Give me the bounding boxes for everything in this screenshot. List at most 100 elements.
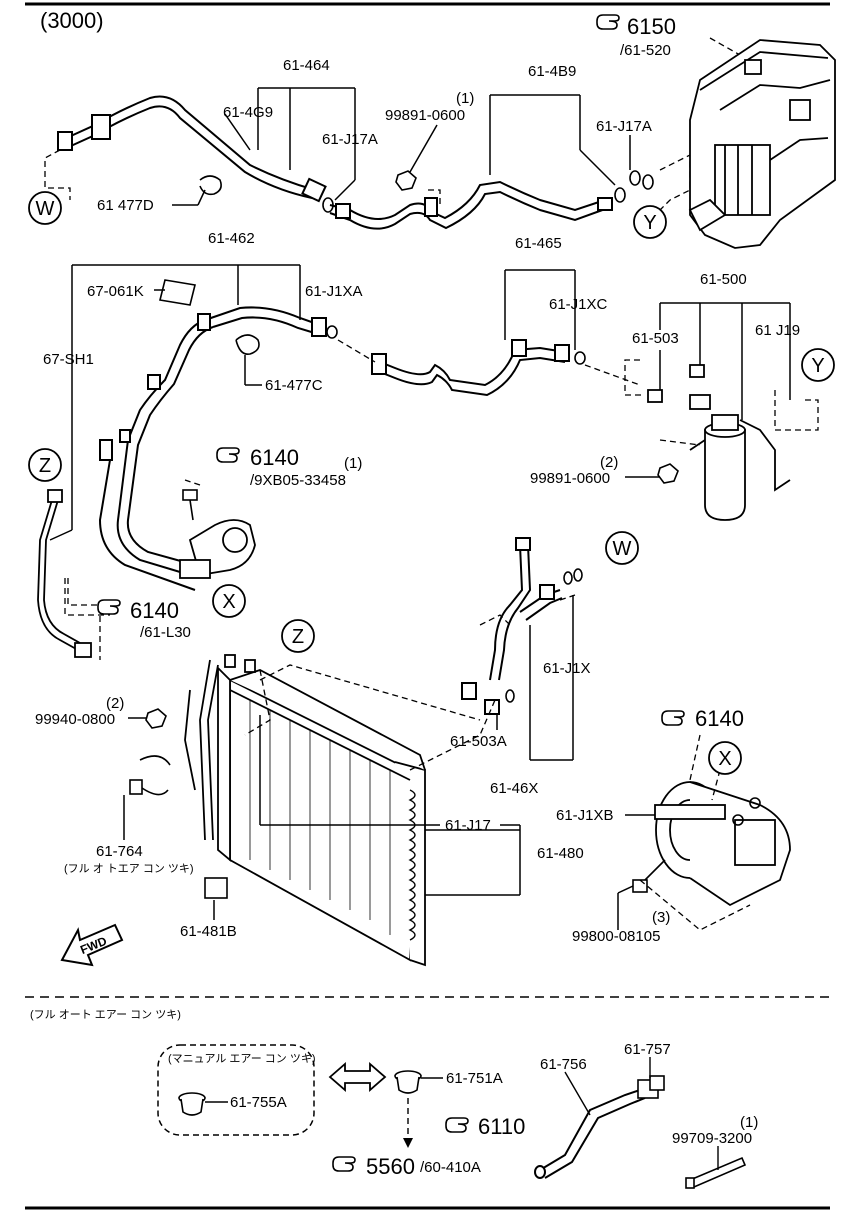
label-6150: 6150	[627, 14, 676, 39]
callout-z-lower: Z	[281, 619, 315, 653]
label-6110: 6110	[478, 1114, 525, 1139]
o-rings-61-j1x	[505, 568, 583, 703]
swap-arrow-icon	[328, 1062, 387, 1092]
callout-z-mid: Z	[28, 448, 62, 482]
svg-text:X: X	[222, 591, 235, 613]
tie-99709	[685, 1156, 747, 1189]
label-qty-2-mid: (2)	[600, 454, 618, 471]
hose-61-756	[534, 1089, 646, 1179]
manual-ac-box	[157, 1044, 315, 1136]
sensor-61-764	[129, 755, 171, 796]
dashed-harness-box	[64, 578, 110, 616]
label-qty-2-left: (2)	[106, 695, 124, 712]
label-61-477d: 61 477D	[97, 197, 154, 214]
o-ring-61-j1xc	[574, 351, 586, 365]
label-61-j19: 61 J19	[755, 322, 800, 339]
condenser-side-pipes	[184, 654, 256, 841]
connector-61-757	[637, 1075, 665, 1099]
bolt-9xb05	[182, 489, 198, 521]
fwd-arrow-icon	[60, 923, 124, 967]
condenser-coils	[408, 789, 416, 941]
callout-x-lower: X	[708, 741, 742, 775]
label-5560: 5560	[366, 1154, 415, 1179]
leader-61-756	[564, 1071, 591, 1116]
label-61-j1xb: 61-J1XB	[556, 807, 614, 824]
condenser	[217, 665, 426, 967]
label-61-751a: 61-751A	[446, 1070, 503, 1087]
label-qty-1-bot: (1)	[740, 1114, 758, 1131]
label-61-757: 61-757	[624, 1041, 671, 1058]
callout-y-mid: Y	[801, 348, 835, 382]
pipe-61-465	[371, 339, 570, 397]
label-67-sh1: 67-SH1	[43, 351, 94, 368]
label-61-464: 61-464	[283, 57, 330, 74]
label-61-503: 61-503	[632, 330, 679, 347]
label-9xb05: /9XB05-33458	[250, 472, 346, 489]
arrow-head-5560	[403, 1138, 413, 1148]
nut-99940	[145, 708, 167, 729]
pipe-61-46x	[461, 537, 563, 715]
hvac-unit	[688, 39, 836, 249]
label-99709: 99709-3200	[672, 1130, 752, 1147]
pad-67-061k	[159, 279, 196, 306]
label-qty-1-top: (1)	[456, 90, 474, 107]
label-61-756: 61-756	[540, 1056, 587, 1073]
label-61-764: 61-764	[96, 843, 143, 860]
label-61-l30: /61-L30	[140, 624, 191, 641]
label-61-j1xc: 61-J1XC	[549, 296, 608, 313]
dashed-leaders-top	[44, 37, 741, 211]
label-99800: 99800-08105	[572, 928, 660, 945]
clip-61-477c	[235, 334, 260, 356]
label-61-j1x: 61-J1X	[543, 660, 591, 677]
receiver-drier	[647, 364, 791, 521]
label-61-j17: 61-J17	[445, 817, 491, 834]
pipe-61-489	[329, 180, 613, 230]
label-61-465: 61-465	[515, 235, 562, 252]
label-61-j17a-right: 61-J17A	[596, 118, 652, 135]
label-61-755a: 61-755A	[230, 1094, 287, 1111]
label-qty-3: (3)	[652, 909, 670, 926]
nut-99891-top	[395, 170, 417, 191]
pointing-hand-icon	[596, 14, 620, 30]
pointing-hand-icon	[216, 447, 240, 463]
lower-heading: (フル オート エアー コン ツキ)	[30, 1008, 181, 1021]
svg-text:Y: Y	[811, 355, 824, 377]
label-61-503a: 61-503A	[450, 733, 507, 750]
pointing-hand-icon	[332, 1156, 356, 1172]
bracket-61-481b	[204, 877, 228, 899]
pointing-hand-icon	[97, 599, 121, 615]
label-61-j1xa: 61-J1XA	[305, 283, 363, 300]
label-61-4g9: 61-4G9	[223, 104, 273, 121]
pointing-hand-icon	[661, 710, 685, 726]
o-rings-top	[322, 170, 654, 213]
label-6140-a: 6140	[250, 445, 299, 470]
label-99891-mid: 99891-0600	[530, 470, 610, 487]
callout-w-top: W	[28, 191, 62, 225]
label-qty-1-mid: (1)	[344, 455, 362, 472]
harness-67-sh1	[37, 489, 92, 658]
compressor	[654, 781, 791, 907]
svg-text:X: X	[718, 748, 731, 770]
callout-w-mid: W	[605, 531, 639, 565]
label-99940: 99940-0800	[35, 711, 115, 728]
label-61-500: 61-500	[700, 271, 747, 288]
label-6140-c: 6140	[695, 706, 744, 731]
model-code: (3000)	[40, 8, 104, 33]
label-61-520: /61-520	[620, 42, 671, 59]
callout-y-top: Y	[633, 205, 667, 239]
svg-text:Z: Z	[292, 626, 304, 648]
condenser-fins	[249, 700, 391, 935]
plug-61-751a	[394, 1070, 422, 1094]
leaders-mid	[49, 264, 791, 541]
label-61-481b: 61-481B	[180, 923, 237, 940]
pointing-hand-icon	[445, 1117, 469, 1133]
label-61-480: 61-480	[537, 845, 584, 862]
label-60-410a: /60-410A	[420, 1159, 481, 1176]
svg-text:W: W	[613, 538, 632, 560]
svg-text:Y: Y	[643, 212, 656, 234]
o-ring-61-j1xa	[326, 325, 338, 339]
label-6140-b: 6140	[130, 598, 179, 623]
label-61-j17a-left: 61-J17A	[322, 131, 378, 148]
plug-61-755a	[178, 1092, 206, 1116]
